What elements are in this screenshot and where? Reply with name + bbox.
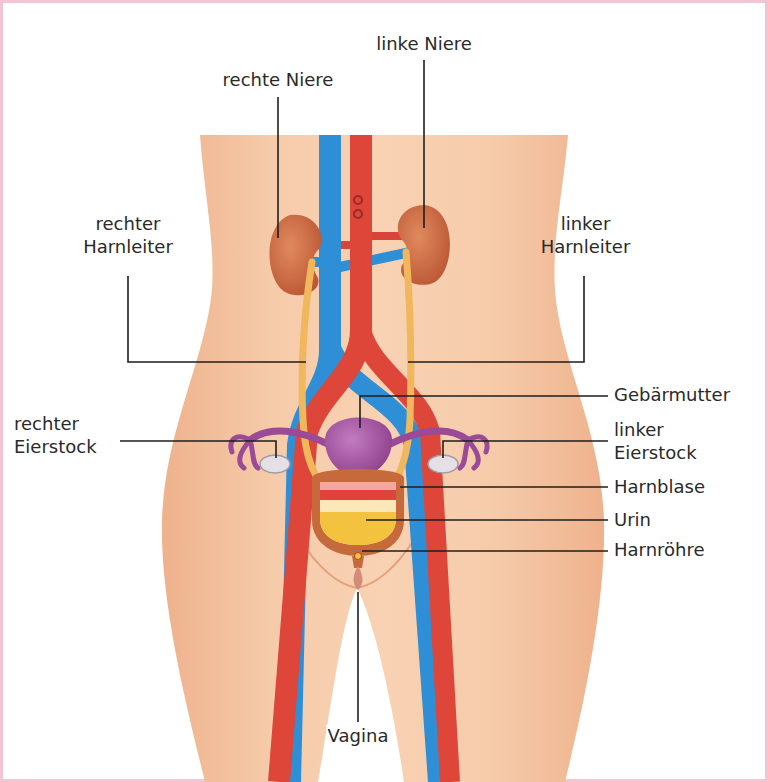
label-text: Gebärmutter <box>614 384 730 405</box>
part-label: rechter Eierstock <box>14 412 122 459</box>
part-label: linker Eierstock <box>614 418 744 465</box>
label-text: rechter Harnleiter <box>83 213 173 257</box>
part-label: Urin <box>614 508 762 531</box>
label-text: Harnröhre <box>614 539 705 560</box>
part-label: Harnblase <box>614 475 762 498</box>
part-label: Harnröhre <box>614 538 762 561</box>
leg-gap <box>318 588 404 782</box>
ureters <box>302 252 411 492</box>
part-label: rechte Niere <box>198 68 358 91</box>
label-text: linke Niere <box>376 33 472 54</box>
part-label: Gebärmutter <box>614 383 762 406</box>
label-text: Harnblase <box>614 476 705 497</box>
label-text: Vagina <box>326 725 391 746</box>
label-text: linker Eierstock <box>614 419 697 463</box>
label-text: linker Harnleiter <box>541 213 631 257</box>
label-text: rechte Niere <box>223 69 334 90</box>
part-label: linker Harnleiter <box>518 212 653 259</box>
leader-lines <box>120 60 608 722</box>
label-text: rechter Eierstock <box>14 413 97 457</box>
part-label: linke Niere <box>354 32 494 55</box>
bladder <box>312 469 404 590</box>
part-label: Vagina <box>293 724 423 747</box>
part-label: rechter Harnleiter <box>63 212 193 259</box>
body-outline <box>162 135 604 782</box>
label-text: Urin <box>614 509 651 530</box>
